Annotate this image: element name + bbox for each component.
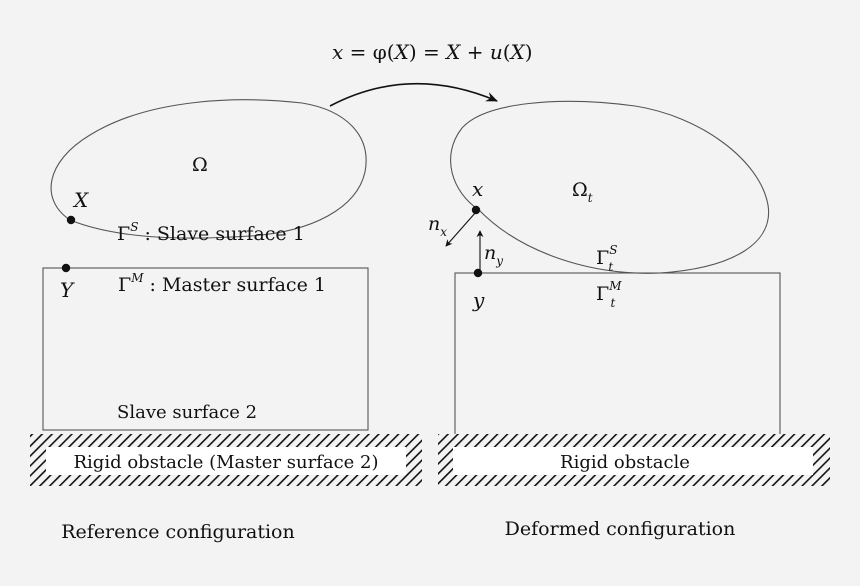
reference-deformable-block	[42, 267, 369, 431]
reference-body-outline	[50, 99, 367, 239]
mapping-equation: x = φ(X) = X + u(X)	[332, 40, 533, 64]
deformed-deformable-block	[454, 272, 781, 436]
deformed-obstacle-label-box	[453, 447, 813, 475]
normal-ny-label: ny	[484, 242, 503, 268]
reference-body-label: Ω	[192, 154, 208, 176]
reference-block-label: Slave surface 2	[117, 402, 257, 423]
point-Y-label: Y	[60, 278, 75, 302]
point-X-label: X	[72, 188, 89, 212]
mapping-arrow	[329, 82, 498, 107]
reference-master-surface-label: ΓM : Master surface 1	[118, 271, 326, 296]
deformed-obstacle-label: Rigid obstacle	[560, 452, 690, 473]
point-y-marker	[473, 268, 483, 278]
point-X-marker	[66, 215, 76, 225]
normal-nx-label: nx	[428, 213, 447, 239]
point-x-marker	[471, 205, 481, 215]
deformed-body-outline	[450, 100, 770, 274]
point-Y-marker	[61, 263, 71, 273]
deformed-body-label: Ωt	[572, 179, 593, 205]
deformed-caption: Deformed configuration	[505, 518, 736, 540]
normal-nx-arrow	[445, 211, 477, 247]
reference-caption: Reference configuration	[61, 521, 295, 543]
point-x-label: x	[472, 177, 483, 201]
reference-slave-surface-label: ΓS : Slave surface 1	[117, 220, 305, 245]
point-y-label: y	[472, 288, 485, 312]
reference-obstacle-label: Rigid obstacle (Master surface 2)	[74, 452, 379, 473]
reference-obstacle-label-box	[46, 447, 406, 475]
